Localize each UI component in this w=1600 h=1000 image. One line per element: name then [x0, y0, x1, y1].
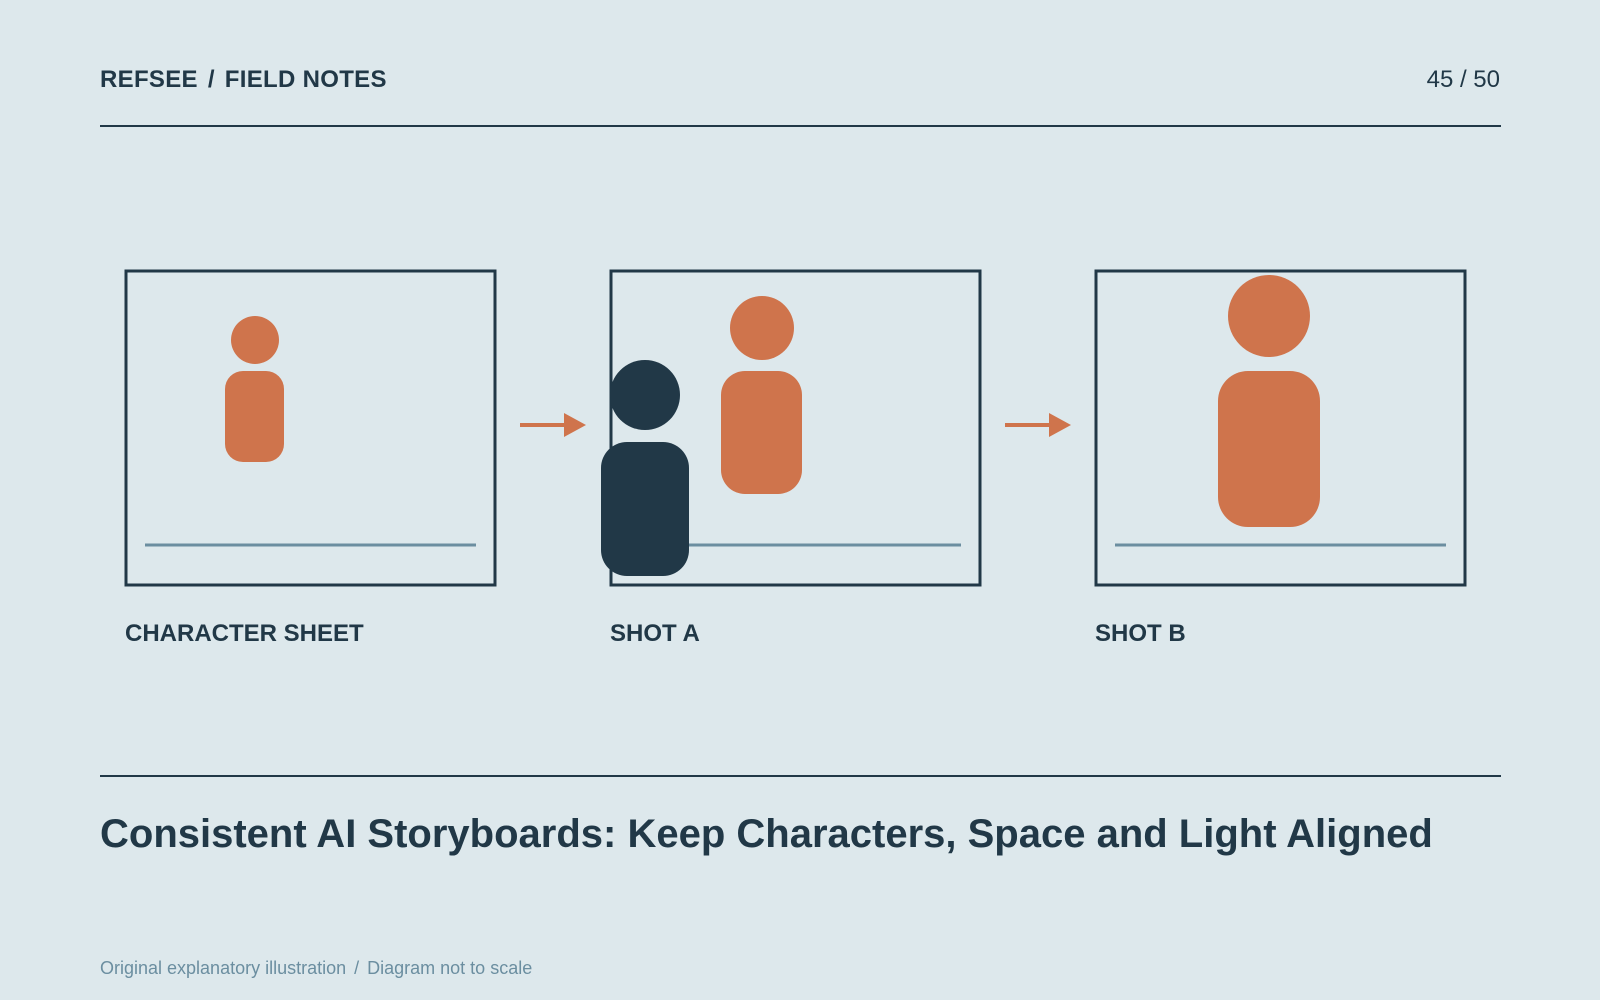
- character-figure-large: [1218, 275, 1320, 527]
- foreground-head: [610, 360, 680, 430]
- breadcrumb-separator: /: [207, 66, 215, 93]
- frame-shot-b: [1094, 269, 1467, 587]
- character-head: [730, 296, 794, 360]
- panel-shot-a: [601, 269, 982, 587]
- breadcrumb: REFSEE / FIELD NOTES: [100, 66, 387, 94]
- panel-label-shot-b: SHOT B: [1095, 620, 1186, 647]
- character-body: [225, 371, 284, 462]
- character-figure-medium: [721, 296, 802, 494]
- frame-character-sheet: [124, 269, 497, 587]
- header-divider: [100, 125, 1501, 127]
- section-name: FIELD NOTES: [224, 66, 387, 93]
- panel-character-sheet: [124, 269, 497, 587]
- character-body: [1218, 371, 1320, 527]
- title-divider: [100, 775, 1501, 777]
- character-figure-small: [225, 316, 284, 462]
- footer-separator: /: [354, 958, 360, 978]
- footer-note: Original explanatory illustration / Diagra…: [100, 958, 532, 979]
- character-head: [231, 316, 279, 364]
- frame-shot-a: [609, 269, 982, 587]
- foreground-body: [601, 442, 689, 576]
- character-head: [1228, 275, 1310, 357]
- brand-name: REFSEE: [100, 66, 198, 93]
- foreground-figure: [601, 360, 689, 576]
- page-title: Consistent AI Storyboards: Keep Characte…: [100, 812, 1433, 856]
- arrow-icon: [1005, 413, 1071, 437]
- character-body: [721, 371, 802, 494]
- footer-note-scale: Diagram not to scale: [367, 958, 533, 978]
- arrow-icon: [520, 413, 586, 437]
- page-number: 45 / 50: [1426, 66, 1500, 93]
- footer-note-illustration: Original explanatory illustration: [100, 958, 347, 978]
- panel-label-character-sheet: CHARACTER SHEET: [125, 620, 364, 647]
- panel-label-shot-a: SHOT A: [610, 620, 700, 647]
- panel-shot-b: [1094, 269, 1467, 587]
